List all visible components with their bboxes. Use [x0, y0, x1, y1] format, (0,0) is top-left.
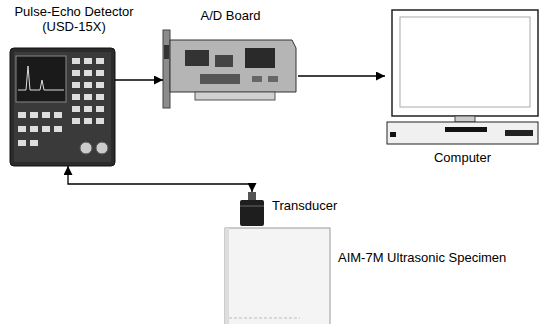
ad-board-illustration-part — [200, 74, 240, 84]
pulse-echo-detector-illustration-part-part — [72, 70, 80, 76]
ad-board-illustration-part — [215, 55, 233, 67]
ad-board-illustration-part — [185, 50, 209, 66]
pulse-echo-detector-illustration-part — [10, 48, 115, 166]
pulse-echo-detector-illustration-part-part — [96, 118, 104, 124]
computer-illustration-part — [392, 10, 538, 116]
specimen-illustration-part — [229, 318, 300, 319]
transducer-illustration-part — [248, 192, 256, 201]
ad-board-node: A/D Board — [163, 30, 298, 108]
transducer-illustration-part — [240, 206, 264, 207]
computer-illustration — [387, 10, 538, 144]
computer-illustration-part — [400, 17, 530, 107]
signal-arrow — [68, 166, 252, 192]
pulse-echo-detector-illustration-part — [96, 142, 108, 154]
pulse-echo-detector-illustration-part-part — [18, 126, 26, 132]
specimen-illustration-part — [225, 228, 229, 324]
signal-arrow — [298, 75, 385, 76]
pulse-echo-detector-illustration-part-part — [84, 94, 92, 100]
specimen-illustration — [225, 228, 330, 324]
ad-board-illustration-part — [195, 92, 275, 100]
pulse-echo-detector-illustration-part — [14, 52, 111, 162]
pulse-echo-detector-illustration-part-part — [84, 82, 92, 88]
pulse-echo-detector-illustration-part-part — [72, 118, 80, 124]
computer-illustration-part — [390, 132, 396, 137]
pulse-echo-detector-illustration-part — [16, 56, 66, 102]
ad-board-illustration — [163, 30, 296, 108]
pulse-echo-detector-node: Pulse-Echo Detector (USD-15X) — [10, 48, 115, 166]
pulse-echo-detector-illustration-part-part — [96, 82, 104, 88]
pulse-echo-detector-illustration-part — [18, 58, 104, 146]
computer-illustration-part — [455, 116, 475, 122]
pulse-echo-detector-illustration-part-part — [84, 58, 92, 64]
transducer-illustration-part — [240, 200, 264, 226]
ad-board-label: A/D Board — [163, 8, 298, 23]
pulse-echo-detector-illustration — [10, 48, 115, 166]
pulse-echo-detector-illustration-part — [80, 142, 92, 154]
pulse-echo-detector-illustration-part-part — [96, 70, 104, 76]
specimen-node: AIM-7M Ultrasonic Specimen — [225, 228, 330, 324]
pulse-echo-detector-illustration-part-part — [30, 112, 38, 118]
pulse-echo-detector-illustration-part-part — [54, 112, 62, 118]
pulse-echo-detector-illustration-part-part — [84, 70, 92, 76]
computer-illustration-part — [505, 130, 533, 136]
specimen-illustration-part — [225, 228, 330, 324]
pulse-echo-detector-illustration-part-part — [42, 112, 50, 118]
pulse-echo-detector-illustration-part-part — [72, 82, 80, 88]
pulse-echo-detector-illustration-part-part — [72, 94, 80, 100]
pulse-echo-detector-illustration-part-part — [96, 94, 104, 100]
computer-illustration-part — [445, 127, 487, 132]
ad-board-illustration-part — [252, 76, 262, 82]
pulse-echo-detector-illustration-part-part — [18, 112, 26, 118]
ad-board-illustration-part — [245, 48, 275, 68]
pulse-echo-detector-illustration-part-part — [30, 126, 38, 132]
transducer-label: Transducer — [272, 198, 337, 213]
specimen-label: AIM-7M Ultrasonic Specimen — [338, 250, 506, 265]
pulse-echo-detector-illustration-part-part — [18, 140, 26, 146]
pulse-echo-detector-illustration-part-part — [72, 58, 80, 64]
ad-board-illustration-part — [164, 45, 169, 59]
computer-illustration-part — [387, 122, 538, 144]
transducer-node: Transducer — [238, 192, 266, 228]
pulse-echo-detector-illustration-part-part — [84, 118, 92, 124]
computer-label: Computer — [385, 150, 540, 165]
transducer-illustration — [240, 192, 264, 226]
pulse-echo-detector-illustration-part — [18, 66, 64, 90]
pulse-echo-detector-illustration-part-part — [54, 126, 62, 132]
pulse-echo-detector-illustration-part-part — [96, 106, 104, 112]
signal-arrow — [115, 79, 163, 80]
pulse-echo-detector-illustration-part-part — [96, 58, 104, 64]
ad-board-illustration-part — [170, 40, 296, 92]
pulse-echo-detector-illustration-part-part — [42, 126, 50, 132]
pulse-echo-detector-illustration-part-part — [84, 106, 92, 112]
ad-board-illustration-part — [268, 76, 278, 82]
ad-board-illustration-part — [163, 30, 170, 108]
pulse-echo-detector-label: Pulse-Echo Detector (USD-15X) — [4, 4, 144, 34]
pulse-echo-detector-illustration-part-part — [72, 106, 80, 112]
pulse-echo-detector-illustration-part-part — [30, 140, 38, 146]
computer-node: Computer — [385, 8, 540, 145]
